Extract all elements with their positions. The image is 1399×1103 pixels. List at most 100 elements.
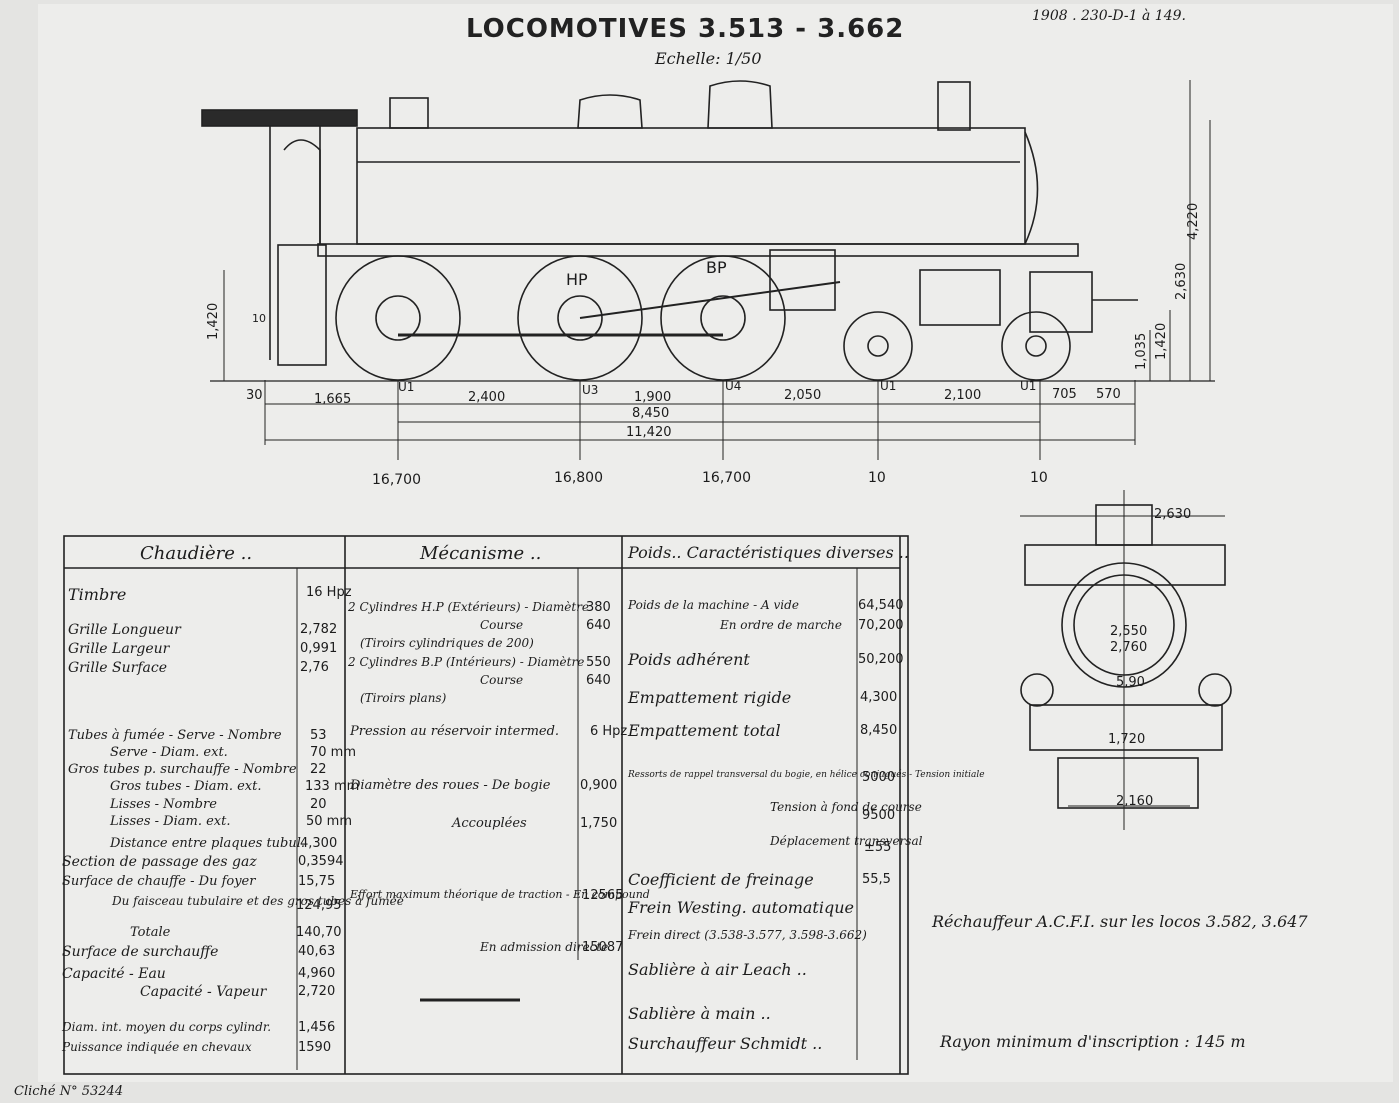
boiler-label: Gros tubes - Diam. ext.	[110, 779, 262, 794]
dim-label: 2,100	[944, 388, 982, 403]
front-dim: 2,550	[1110, 624, 1148, 639]
mechanism-label: (Tiroirs plans)	[360, 691, 447, 705]
boiler-value: 1590	[298, 1040, 332, 1055]
dim-label-vertical: 1,420	[1154, 322, 1169, 360]
dim-label-vertical: 4,220	[1186, 202, 1201, 240]
weight-value: 55,5	[862, 872, 891, 887]
boiler-value: 2,720	[298, 984, 336, 999]
table-header-boiler: Chaudière ..	[140, 543, 253, 564]
wheel-mark: U1	[398, 380, 415, 394]
mechanism-label: Accouplées	[452, 816, 527, 831]
mechanism-value: 12565	[582, 888, 624, 903]
front-dim: 5,90	[1116, 675, 1145, 690]
boiler-label: Grille Largeur	[68, 641, 170, 657]
weight-label: Poids de la machine - A vide	[628, 598, 799, 612]
weight-label: Frein direct (3.538-3.577, 3.598-3.662)	[628, 928, 867, 942]
weight-value: 70,200	[858, 618, 904, 633]
weight-value: 64,540	[858, 598, 904, 613]
boiler-label: Distance entre plaques tubul.	[110, 836, 306, 851]
weight-value: 8,450	[860, 723, 898, 738]
boiler-value: 4,960	[298, 966, 336, 981]
weight-label: Tension à fond de course	[770, 800, 922, 814]
mechanism-value: 640	[586, 618, 611, 633]
axle-load: 16,700	[702, 470, 751, 486]
axle-load: 16,700	[372, 472, 421, 488]
boiler-value: 124,95	[296, 898, 342, 913]
mechanism-value: 640	[586, 673, 611, 688]
dim-label: 30	[246, 388, 263, 403]
dim-label-total: 11,420	[626, 425, 672, 440]
boiler-label: Tubes à fumée - Serve - Nombre	[68, 728, 282, 743]
weight-value: ±55	[864, 840, 892, 855]
boiler-value: 53	[310, 728, 327, 743]
mechanism-value: 550	[586, 655, 611, 670]
boiler-value: 0,991	[300, 641, 338, 656]
mechanism-label: Effort maximum théorique de traction - E…	[350, 888, 650, 901]
mechanism-value: 380	[586, 600, 611, 615]
table-header-weights: Poids.. Caractéristiques diverses ..	[628, 543, 909, 562]
boiler-label: Lisses - Nombre	[110, 797, 217, 812]
weight-label: Empattement total	[628, 721, 781, 740]
dim-label: 705	[1052, 387, 1077, 402]
note-rechauffeur: Réchauffeur A.C.F.I. sur les locos 3.582…	[932, 912, 1308, 931]
boiler-label: Gros tubes p. surchauffe - Nombre	[68, 762, 297, 777]
boiler-label: Serve - Diam. ext.	[110, 745, 228, 760]
boiler-value: 133 mm	[305, 779, 360, 794]
weight-value: 4,300	[860, 690, 898, 705]
wheel-mark: U1	[880, 379, 897, 393]
boiler-label: Puissance indiquée en chevaux	[62, 1040, 252, 1054]
wheel-mark: U1	[1020, 379, 1037, 393]
boiler-label: Grille Longueur	[68, 622, 181, 638]
dim-label: 2,400	[468, 390, 506, 405]
mechanism-label: 2 Cylindres B.P (Intérieurs) - Diamètre	[348, 655, 585, 669]
boiler-value: 2,76	[300, 660, 329, 675]
front-dim: 2,760	[1110, 640, 1148, 655]
boiler-value: 15,75	[298, 874, 336, 889]
boiler-value: 2,782	[300, 622, 338, 637]
weight-value: 5000	[862, 770, 896, 785]
front-dim: 2,630	[1154, 507, 1192, 522]
front-dim: 2,160	[1116, 794, 1154, 809]
mechanism-label: Pression au réservoir intermed.	[350, 724, 560, 739]
boiler-label: Du faisceau tubulaire et des gros tubes …	[112, 894, 404, 908]
cliche-number: Cliché N° 53244	[14, 1084, 124, 1099]
page-title: LOCOMOTIVES 3.513 - 3.662	[466, 14, 905, 44]
weight-label: Sablière à air Leach ..	[628, 960, 807, 979]
wheel-mark: U3	[582, 383, 599, 397]
mechanism-value: 6 Hpz	[590, 724, 628, 739]
dim-label-vertical: 2,630	[1174, 262, 1189, 300]
boiler-label: Surface de surchauffe	[62, 944, 219, 960]
cylinder-label-hp: HP	[566, 270, 588, 289]
mechanism-label: (Tiroirs cylindriques de 200)	[360, 636, 534, 650]
boiler-value: 22	[310, 762, 327, 777]
note-rayon: Rayon minimum d'inscription : 145 m	[940, 1032, 1246, 1051]
mechanism-value: 1,750	[580, 816, 618, 831]
mechanism-value: 15087	[582, 940, 624, 955]
boiler-label: Capacité - Vapeur	[140, 984, 267, 1000]
boiler-label: Surface de chauffe - Du foyer	[62, 874, 256, 889]
boiler-value: 70 mm	[310, 745, 357, 760]
dim-label: 2,050	[784, 388, 822, 403]
boiler-value: 0,3594	[298, 854, 344, 869]
mechanism-value: 0,900	[580, 778, 618, 793]
boiler-value: 40,63	[298, 944, 336, 959]
front-dim: 1,720	[1108, 732, 1146, 747]
mechanism-label: 2 Cylindres H.P (Extérieurs) - Diamètre	[348, 600, 590, 614]
boiler-value: 1,456	[298, 1020, 336, 1035]
weight-label: Empattement rigide	[628, 688, 792, 707]
weight-label: Frein Westing. automatique	[628, 898, 854, 917]
boiler-value: 16 Hpz	[306, 585, 352, 600]
dim-label-vertical: 1,420	[206, 302, 221, 340]
mechanism-label: En admission directe	[480, 940, 609, 954]
weight-label: Surchauffeur Schmidt ..	[628, 1034, 823, 1053]
reference-number: 1908 . 230-D-1 à 149.	[1032, 8, 1186, 24]
weight-label: Sablière à main ..	[628, 1004, 771, 1023]
boiler-label: Diam. int. moyen du corps cylindr.	[62, 1020, 272, 1034]
boiler-label: Grille Surface	[68, 660, 167, 676]
boiler-label: Capacité - Eau	[62, 966, 166, 982]
boiler-label: Lisses - Diam. ext.	[110, 814, 231, 829]
weight-label: Ressorts de rappel transversal du bogie,…	[628, 770, 985, 780]
scale-label: Echelle: 1/50	[655, 49, 762, 68]
weight-label: Déplacement transversal	[770, 834, 923, 848]
